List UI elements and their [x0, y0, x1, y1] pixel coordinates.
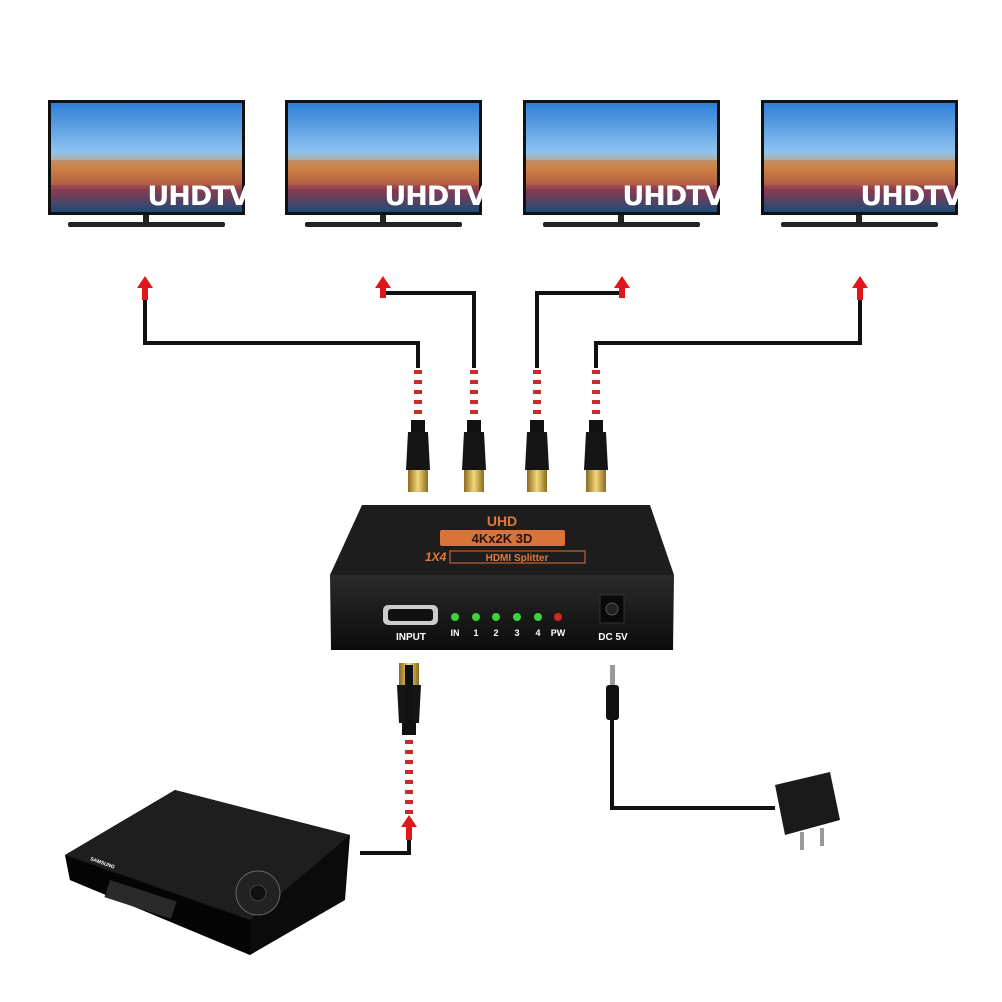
input-cable [405, 665, 413, 735]
splitter-brand: UHD [487, 513, 517, 529]
tv-2: UHDTV [285, 100, 488, 227]
led-label: 3 [514, 628, 519, 638]
tv-label: UHDTV [860, 181, 962, 212]
output-cables [143, 291, 862, 370]
led-label: 1 [473, 628, 478, 638]
led-indicator [554, 613, 562, 621]
led-indicator [472, 613, 480, 621]
power-label: DC 5V [598, 632, 628, 643]
led-label: IN [451, 628, 460, 638]
arrow-icons [137, 276, 868, 840]
led-label: PW [551, 628, 566, 638]
model-prefix: 1X4 [425, 550, 447, 564]
power-adapter [606, 665, 840, 850]
braided-cables [405, 368, 600, 815]
tv-3: UHDTV [523, 100, 726, 227]
led-indicator [492, 613, 500, 621]
tv-label: UHDTV [622, 181, 724, 212]
source-cable [360, 840, 411, 855]
hdmi-input-port [383, 605, 438, 625]
resolution-badge: 4Kx2K 3D [472, 531, 533, 546]
tv-1: UHDTV [48, 100, 251, 227]
tv-label: UHDTV [384, 181, 486, 212]
model-badge: HDMI Splitter [486, 553, 549, 564]
led-indicator [513, 613, 521, 621]
led-label: 2 [493, 628, 498, 638]
blu-ray-player: SAMSUNG [65, 790, 350, 955]
input-label: INPUT [396, 632, 426, 643]
led-label: 4 [535, 628, 540, 638]
hdmi-splitter: UHD 4Kx2K 3D 1X4 HDMI Splitter INPUT IN 1… [330, 505, 674, 650]
led-indicator [534, 613, 542, 621]
tv-label: UHDTV [147, 181, 249, 212]
tv-4: UHDTV [761, 100, 964, 227]
led-indicator [451, 613, 459, 621]
